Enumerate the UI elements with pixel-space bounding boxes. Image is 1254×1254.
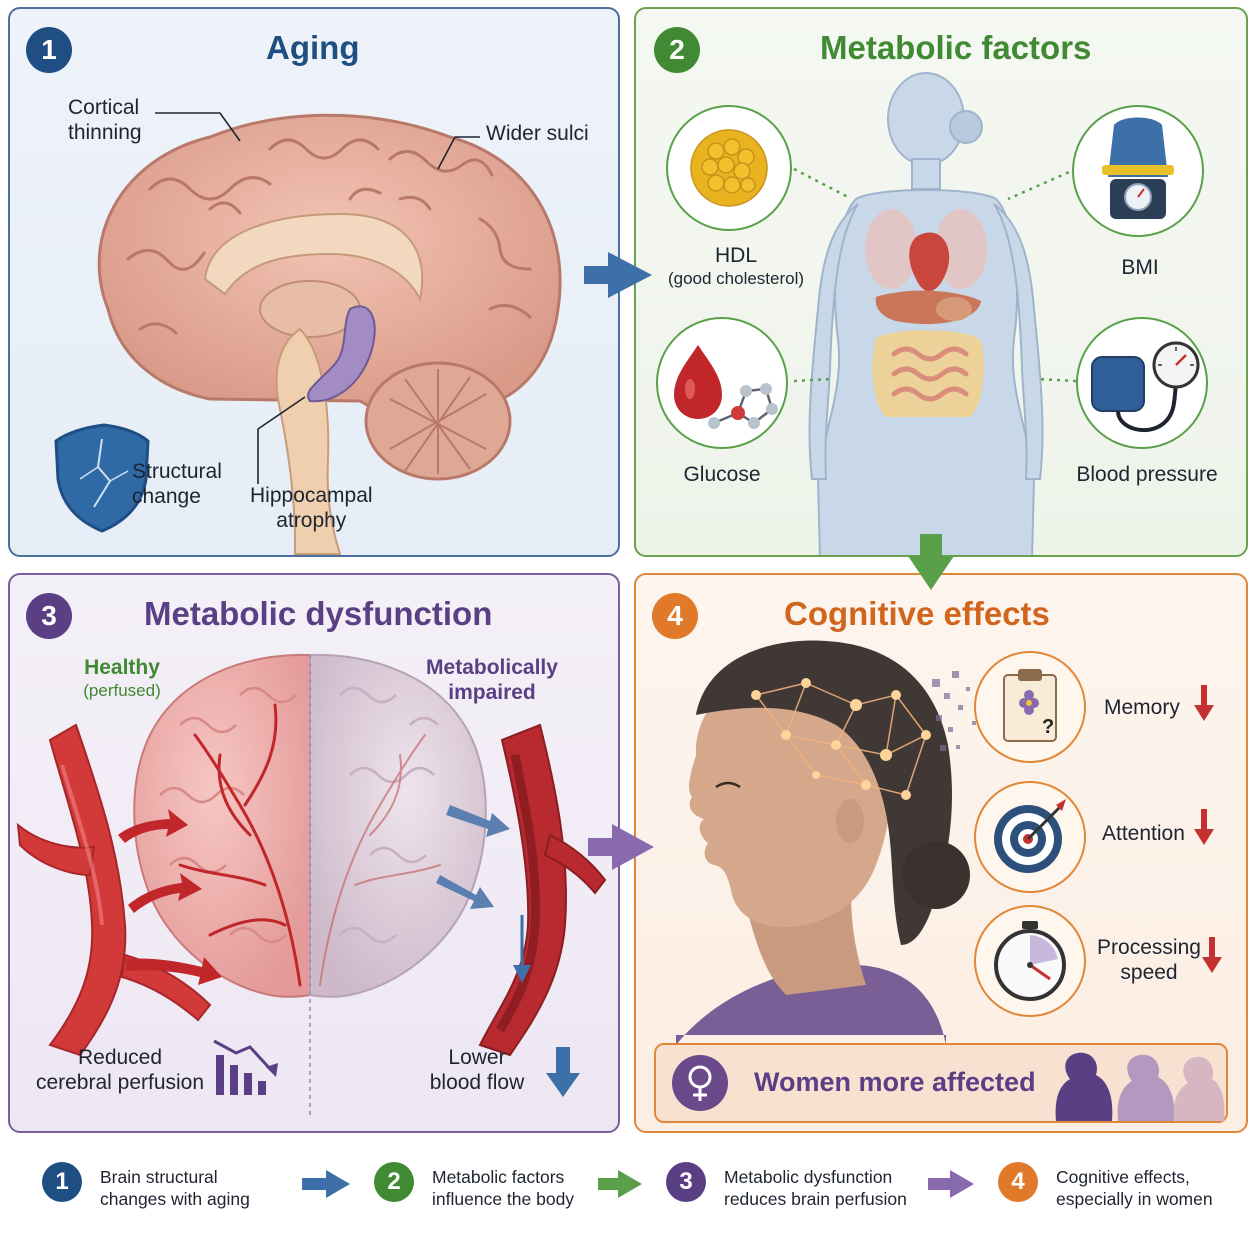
stopwatch-icon	[994, 921, 1066, 1001]
hdl-icon-circle	[666, 105, 792, 231]
label-memory: Memory	[1104, 696, 1180, 719]
processing-speed-icon-circle	[974, 905, 1086, 1017]
step-number-2: 2	[654, 27, 700, 73]
panel-metabolic-dysfunction: 3 Metabolic dysfunction	[8, 573, 620, 1133]
down-arrow-icon	[546, 1047, 580, 1097]
label-bmi: BMI	[1121, 256, 1159, 279]
label-processing-speed: Processing speed	[1097, 936, 1201, 984]
legend-number-2: 2	[374, 1162, 414, 1202]
panel-metabolic-factors: 2 Metabolic factors	[634, 7, 1248, 557]
panel-title-aging: Aging	[266, 29, 360, 66]
label-lower-blood-flow: Lower blood flow	[429, 1046, 525, 1094]
panel-title-metabolic-dysfunction: Metabolic dysfunction	[144, 595, 493, 632]
bmi-icon-circle	[1072, 105, 1204, 237]
legend-arrow-3	[928, 1170, 974, 1198]
label-glucose: Glucose	[683, 463, 761, 486]
cholesterol-icon	[690, 129, 768, 207]
label-reduced-perfusion: Reduced cerebral perfusion	[35, 1046, 205, 1094]
step-number-4: 4	[652, 593, 698, 639]
brain-illustration	[54, 112, 562, 555]
blood-pressure-cuff-icon	[1091, 341, 1200, 433]
glucose-icon-circle	[656, 317, 788, 449]
label-hippocampal-atrophy: Hippocampal atrophy	[250, 484, 373, 532]
body-organs-illustration	[793, 72, 1077, 555]
female-symbol-icon	[672, 1055, 728, 1111]
women-silhouettes-icon	[1055, 1052, 1225, 1121]
memory-clipboard-icon: ?	[1003, 669, 1057, 742]
label-attention: Attention	[1102, 822, 1185, 845]
label-healthy: Healthy	[84, 656, 160, 679]
impaired-artery-icon	[478, 723, 607, 1057]
memory-icon-circle: ?	[974, 651, 1086, 763]
label-blood-pressure: Blood pressure	[1076, 463, 1218, 486]
woman-profile-illustration	[676, 640, 976, 1045]
label-hdl: HDL	[714, 244, 757, 267]
label-impaired: Metabolically impaired	[426, 656, 558, 704]
label-hdl-sub: (good cholesterol)	[667, 269, 805, 288]
legend-number-4: 4	[998, 1162, 1038, 1202]
svg-text:?: ?	[1042, 716, 1054, 738]
decline-arrows	[1194, 685, 1222, 973]
legend-arrow-1	[302, 1170, 350, 1198]
legend-number-1: 1	[42, 1162, 82, 1202]
panel-title-metabolic-factors: Metabolic factors	[820, 29, 1092, 66]
cracked-shield-icon	[54, 423, 150, 533]
step-number-1: 1	[26, 27, 72, 73]
women-more-affected-banner: Women more affected	[654, 1043, 1228, 1123]
label-cortical-thinning: Cortical thinning	[68, 96, 142, 144]
label-healthy-sub: (perfused)	[83, 681, 161, 700]
label-wider-sulci: Wider sulci	[486, 122, 589, 145]
panel-title-cognitive-effects: Cognitive effects	[784, 595, 1050, 632]
target-icon	[994, 799, 1066, 873]
attention-icon-circle	[974, 781, 1086, 893]
legend-number-3: 3	[666, 1162, 706, 1202]
blood-pressure-icon-circle	[1076, 317, 1208, 449]
label-women-more-affected: Women more affected	[754, 1067, 1036, 1097]
legend-arrow-2	[598, 1170, 642, 1198]
bmi-scale-icon	[1102, 117, 1174, 219]
legend-text-4: Cognitive effects,especially in women	[1056, 1167, 1213, 1209]
label-structural-change: Structural change	[132, 460, 222, 508]
step-number-3: 3	[26, 593, 72, 639]
panel-cognitive-effects: 4 Cognitive effects	[634, 573, 1248, 1133]
declining-chart-icon	[213, 1039, 278, 1095]
blood-drop-icon	[674, 345, 778, 429]
panel-aging: 1 Aging	[8, 7, 620, 557]
split-brain-illustration	[16, 653, 607, 1115]
healthy-artery-icon	[16, 723, 212, 1057]
